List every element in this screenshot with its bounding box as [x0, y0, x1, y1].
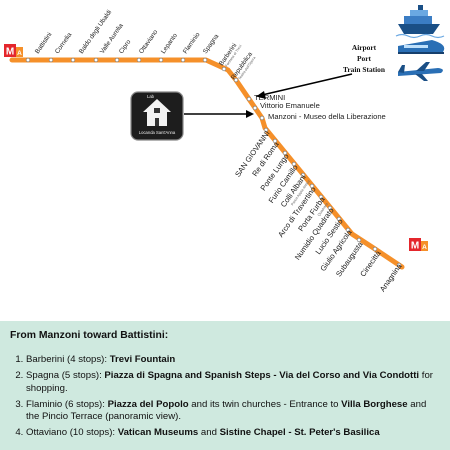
list-item: Flaminio (6 stops): Piazza del Popolo an… — [26, 399, 440, 423]
station-stop-marker — [318, 194, 324, 200]
svg-text:M: M — [6, 47, 14, 58]
station-label-cipro: Cipro — [118, 38, 133, 55]
station-stop-marker — [114, 57, 120, 63]
station-stop-marker — [300, 172, 306, 178]
airplane-icon — [398, 62, 443, 81]
svg-text:Lab: Lab — [147, 94, 155, 99]
dest-port: Port — [357, 54, 371, 63]
station-stop-marker — [259, 115, 265, 121]
station-stop-marker — [180, 57, 186, 63]
station-stop-marker — [158, 57, 164, 63]
hotel-arrow-head — [246, 110, 254, 118]
station-stop-marker — [48, 57, 54, 63]
station-stop-marker — [25, 57, 31, 63]
station-stop-marker — [356, 237, 362, 243]
station-stop-marker — [136, 57, 142, 63]
station-stop-marker — [345, 227, 351, 233]
porta-furba-sublabel: Quadraro — [317, 202, 329, 217]
list-item: Ottaviano (10 stops): Vatican Museums an… — [26, 427, 440, 439]
destinations-arrow — [261, 73, 353, 96]
station-label-flaminio: Flaminio — [182, 31, 202, 55]
metro-logo-right: M A — [409, 238, 428, 252]
train-icon — [398, 40, 445, 54]
station-label-ottaviano: Ottaviano — [138, 28, 160, 55]
station-stop-marker — [246, 96, 252, 102]
station-label-spagna: Spagna — [202, 33, 221, 55]
metro-logo-left: M A — [4, 44, 23, 58]
station-label-cinecitta: Cinecittà — [358, 248, 383, 278]
dest-train-station: Train Station — [343, 65, 385, 74]
station-stop-marker — [202, 57, 208, 63]
station-stop-marker — [221, 66, 227, 72]
ship-icon — [395, 5, 445, 39]
metro-map: M A M A Battistini Cornelia Baldo degli … — [4, 5, 445, 293]
directions-panel: From Manzoni toward Battistini: Barberin… — [0, 321, 450, 450]
station-label-lepanto: Lepanto — [160, 32, 179, 55]
station-label-cornelia: Cornelia — [54, 31, 74, 55]
station-stop-marker — [309, 183, 315, 189]
svg-text:M: M — [411, 241, 419, 252]
station-label-vittorio-emanuele: Vittorio Emanuele — [260, 101, 320, 110]
station-stop-marker — [233, 77, 239, 83]
station-stop-marker — [272, 138, 278, 144]
svg-text:A: A — [422, 244, 427, 251]
directions-title: From Manzoni toward Battistini: — [10, 330, 169, 341]
station-label-termini: TERMINI — [254, 93, 285, 102]
destinations-arrow-head — [256, 91, 266, 99]
station-stop-marker — [291, 161, 297, 167]
hotel-name: Locanda Sant'Anna — [139, 130, 176, 135]
station-stop-marker — [327, 205, 333, 211]
dest-airport: Airport — [352, 43, 377, 52]
station-label-battistini: Battistini — [34, 31, 54, 55]
list-item: Barberini (4 stops): Trevi Fountain — [26, 354, 440, 366]
station-stop-marker — [336, 216, 342, 222]
station-stop-marker — [70, 57, 76, 63]
station-stop-marker — [282, 150, 288, 156]
svg-text:A: A — [17, 50, 22, 57]
station-stop-marker — [263, 127, 269, 133]
station-label-anagnina: Anagnina — [378, 261, 404, 293]
directions-list: Barberini (4 stops): Trevi Fountain Spag… — [10, 354, 440, 439]
station-stop-marker — [396, 262, 402, 268]
station-stop-marker — [372, 246, 378, 252]
list-item: Spagna (5 stops): Piazza di Spagna and S… — [26, 370, 440, 394]
hotel-marker[interactable]: Lab Locanda Sant'Anna — [130, 91, 184, 141]
station-stop-marker — [93, 57, 99, 63]
station-label-manzoni: Manzoni - Museo della Liberazione — [268, 112, 386, 121]
station-stop-marker — [252, 105, 258, 111]
